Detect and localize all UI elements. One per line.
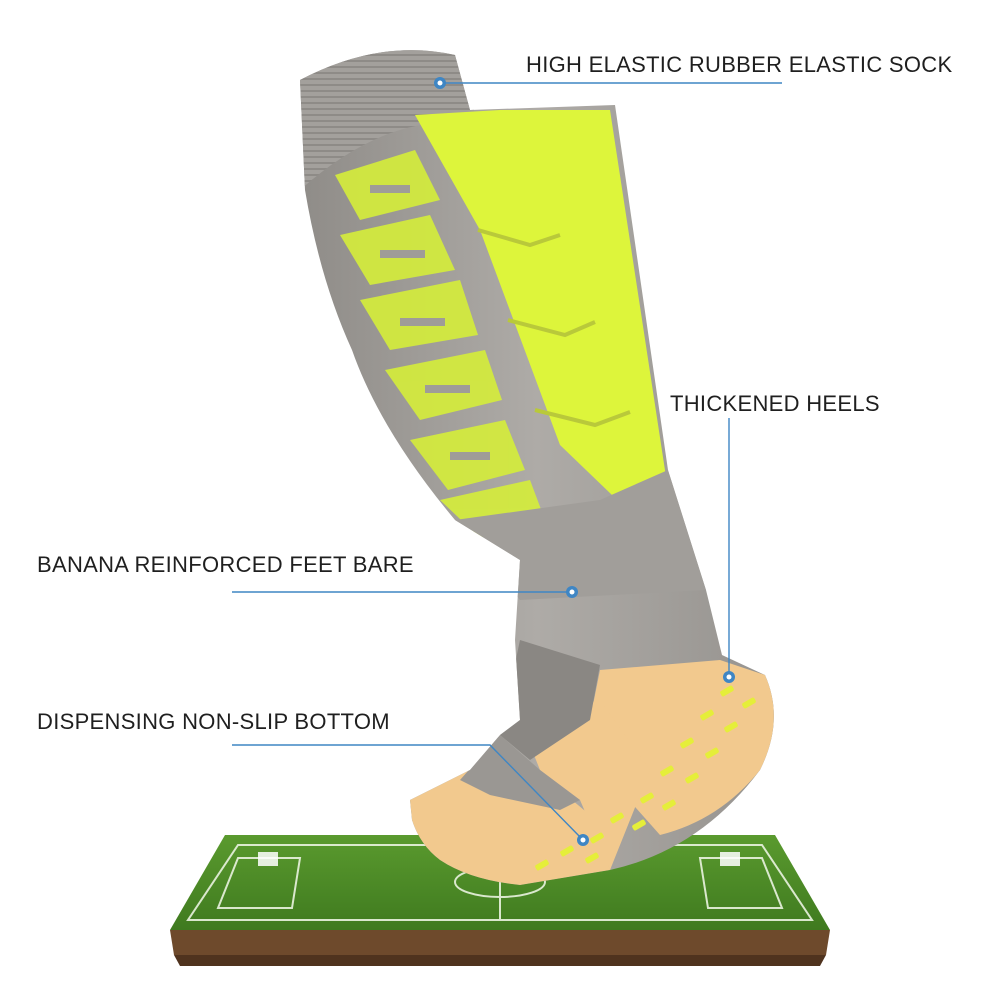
sock [300,50,774,886]
callout-lines [232,82,782,841]
grip-dots [535,685,756,871]
callout-thickened-heels: THICKENED HEELS [670,391,880,416]
callout-non-slip-bottom: DISPENSING NON-SLIP BOTTOM [37,709,390,734]
goal-icon [258,852,740,866]
callout-banana-reinforced: BANANA REINFORCED FEET BARE [37,552,414,577]
callout-high-elastic-rubber: HIGH ELASTIC RUBBER ELASTIC SOCK [526,52,953,77]
